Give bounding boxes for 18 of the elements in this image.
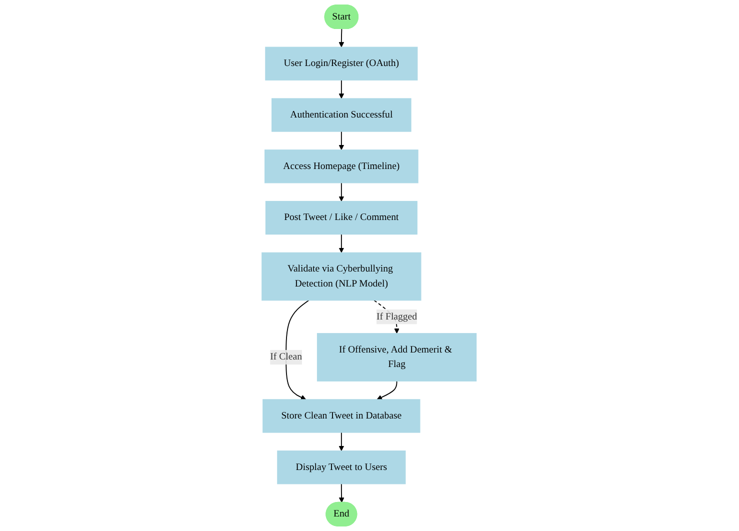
node-box: Access Homepage (Timeline) (264, 150, 419, 184)
arrow (339, 80, 344, 99)
arrow (339, 483, 345, 503)
node-box: Authentication Successful (272, 98, 412, 132)
node-box: Post Tweet / Like / Comment (266, 200, 418, 235)
arrow (339, 432, 344, 452)
node-box: If Offensive, Add Demerit & Flag (317, 333, 477, 382)
arrow (339, 234, 344, 253)
node-box: User Login/Register (OAuth) (266, 46, 418, 80)
arrow (339, 131, 344, 150)
edge-label: If Clean (270, 352, 302, 362)
arrow (339, 28, 344, 48)
node-box: Store Clean Tweet in Database (262, 399, 421, 433)
node-box: Validate via Cyberbullying Detection (NLP Model) (262, 252, 422, 301)
arrow (377, 380, 398, 400)
arrow (339, 182, 344, 202)
node-box: Display Tweet to Users (278, 450, 406, 484)
edge-label: If Flagged (376, 311, 418, 322)
